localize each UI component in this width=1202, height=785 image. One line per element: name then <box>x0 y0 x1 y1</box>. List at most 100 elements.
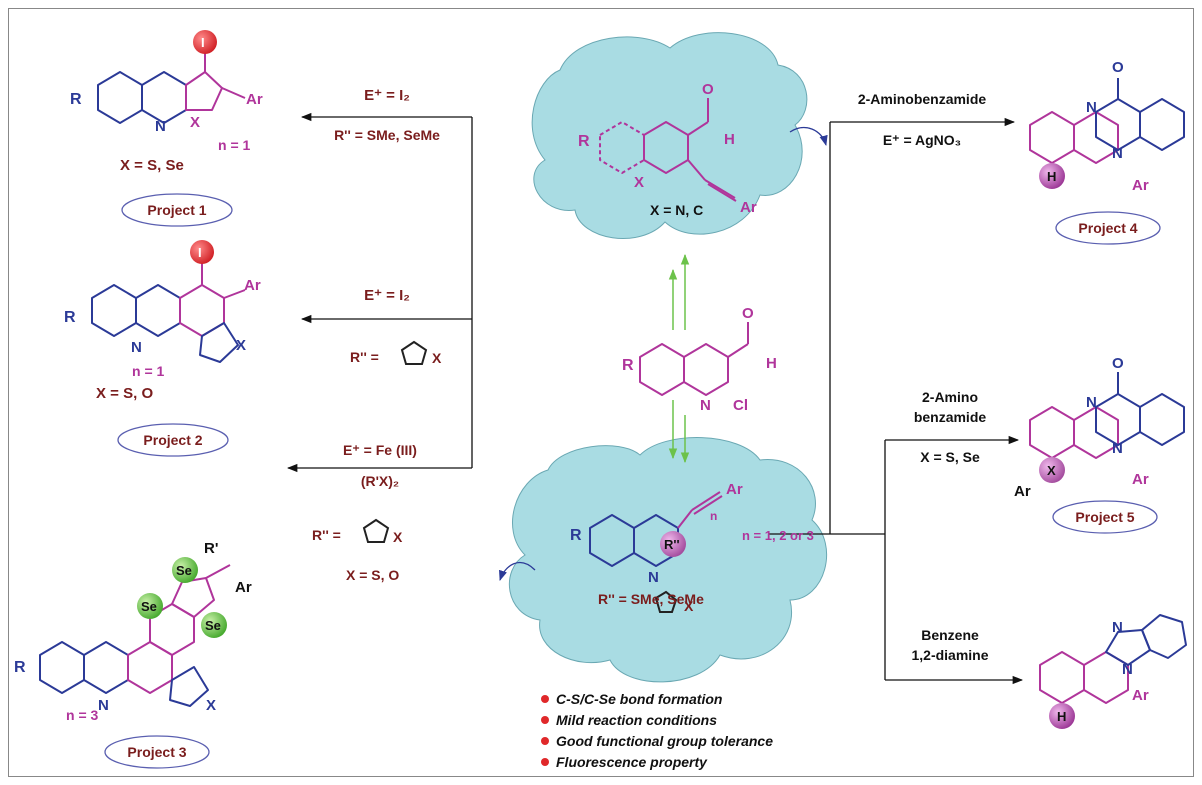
cbot-het-x: X <box>684 598 694 614</box>
feature-item: Good functional group tolerance <box>556 733 773 749</box>
p5-ar: Ar <box>1132 471 1149 488</box>
feature-bullet <box>541 716 549 724</box>
feature-item: C-S/C-Se bond formation <box>556 691 722 707</box>
p2-r: R <box>64 309 76 326</box>
bz-h: H <box>1057 709 1066 724</box>
p5-ar-x: Ar <box>1014 483 1031 500</box>
p3-rprime: R' <box>204 540 218 557</box>
bz-ar: Ar <box>1132 687 1149 704</box>
benzimidazole-structure <box>1039 614 1187 704</box>
starting-material-structure <box>639 322 749 396</box>
p3-se-3: Se <box>205 618 221 633</box>
project3-structure <box>39 564 231 707</box>
r3-condition: R'' = <box>312 527 341 543</box>
ctop-r: R <box>578 133 590 150</box>
r3-x-values: X = S, O <box>346 567 399 583</box>
feature-item: Mild reaction conditions <box>556 712 717 728</box>
r2-heterocycle <box>400 340 428 365</box>
r5-reagent-1: 2-Amino <box>922 389 978 405</box>
p1-n-value: n = 1 <box>218 137 251 153</box>
r4-condition: E⁺ = AgNO₃ <box>883 132 961 148</box>
sm-r: R <box>622 357 634 374</box>
r6-reagent-2: 1,2-diamine <box>911 647 988 663</box>
project1-structure <box>97 52 246 124</box>
cbot-ar: Ar <box>726 481 743 498</box>
r6-reagent-1: Benzene <box>921 627 979 643</box>
curved-arrow-left <box>499 561 536 581</box>
p3-r: R <box>14 659 26 676</box>
top-cloud <box>531 32 808 240</box>
selenium-ball-2 <box>137 593 163 619</box>
p5-x: X <box>1047 463 1056 478</box>
r2-x: X <box>432 350 442 366</box>
feature-bullet <box>541 695 549 703</box>
project3-badge <box>104 735 210 769</box>
r1-condition: R'' = SMe, SeMe <box>334 127 440 143</box>
project3-label: Project 3 <box>127 744 186 760</box>
project5-label: Project 5 <box>1075 509 1134 525</box>
p3-se-2: Se <box>141 599 157 614</box>
iodine-ball-project2 <box>190 240 214 264</box>
project4-badge <box>1055 211 1161 245</box>
p2-iodine: I <box>198 245 202 260</box>
center-top-structure <box>599 98 737 202</box>
r3-x: X <box>393 529 403 545</box>
project5-badge <box>1052 500 1158 534</box>
r5-condition: X = S, Se <box>920 449 980 465</box>
r1-reagent: E⁺ = I₂ <box>364 87 410 104</box>
bz-n2: N <box>1122 661 1133 678</box>
feature-bullet <box>541 737 549 745</box>
feature-list: C-S/C-Se bond formation Mild reaction co… <box>541 691 773 770</box>
p3-x-atom: X <box>206 697 216 714</box>
p2-n-value: n = 1 <box>132 363 165 379</box>
project1-label: Project 1 <box>147 202 206 218</box>
feature-item: Fluorescence property <box>556 754 708 770</box>
cbot-n: N <box>648 569 659 586</box>
p3-ar: Ar <box>235 579 252 596</box>
ctop-h: H <box>724 131 735 148</box>
selenium-ball-3 <box>201 612 227 638</box>
project2-label: Project 2 <box>143 432 202 448</box>
r2-reagent: E⁺ = I₂ <box>364 287 410 304</box>
cbot-n-sub: n <box>710 509 717 523</box>
hydrogen-ball-benzimidazole <box>1049 703 1075 729</box>
p2-x-values: X = S, O <box>96 385 153 402</box>
p5-n2: N <box>1112 440 1123 457</box>
project4-label: Project 4 <box>1078 220 1137 236</box>
ctop-ar: Ar <box>740 199 757 216</box>
sm-n: N <box>700 397 711 414</box>
curved-arrow-right <box>789 127 828 147</box>
hydrogen-ball-project4 <box>1039 163 1065 189</box>
p1-r: R <box>70 91 82 108</box>
r3-reagent-2: (R'X)₂ <box>361 473 399 489</box>
project4-structure <box>1029 78 1185 164</box>
p1-x-atom: X <box>190 114 200 131</box>
p1-iodine: I <box>201 35 205 50</box>
project2-badge <box>117 423 229 457</box>
p3-n: N <box>98 697 109 714</box>
p2-n: N <box>131 339 142 356</box>
iodine-ball-project1 <box>193 30 217 54</box>
rpp-ball <box>660 531 686 557</box>
p2-ar: Ar <box>244 277 261 294</box>
p4-h: H <box>1047 169 1056 184</box>
p5-o: O <box>1112 355 1124 372</box>
p2-x-atom: X <box>236 337 246 354</box>
r4-reagent: 2-Aminobenzamide <box>858 91 987 107</box>
selenium-ball-1 <box>172 557 198 583</box>
p4-n1: N <box>1086 99 1097 116</box>
r3-reagent: E⁺ = Fe (III) <box>343 442 417 458</box>
p3-n-value: n = 3 <box>66 707 99 723</box>
bz-n1: N <box>1112 619 1123 636</box>
p5-n1: N <box>1086 394 1097 411</box>
project2-structure <box>91 262 246 363</box>
p4-n2: N <box>1112 145 1123 162</box>
sm-o: O <box>742 305 754 322</box>
cbot-n-values: n = 1, 2 or 3 <box>742 528 814 543</box>
cbot-rpp-values: R'' = SMe, SeMe <box>598 591 704 607</box>
p1-n: N <box>155 118 166 135</box>
cbot-rpp: R'' <box>664 537 680 552</box>
project1-badge <box>121 193 233 227</box>
diagram-frame <box>8 8 1194 777</box>
